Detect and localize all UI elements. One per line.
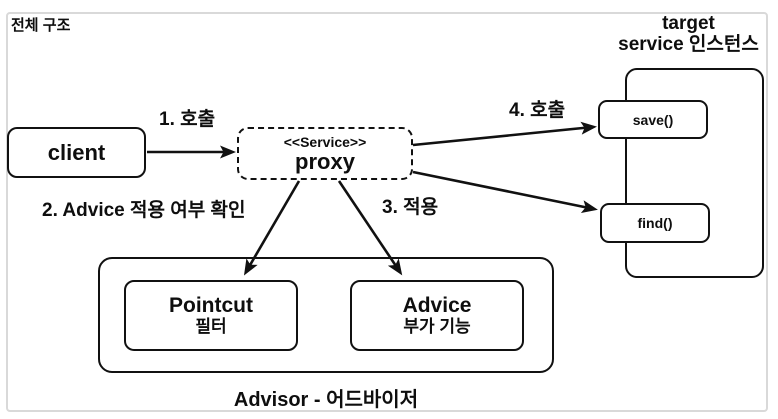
edge-label-apply-3: 3. 적용 — [382, 197, 439, 218]
edge-label-call-4: 4. 호출 — [509, 100, 566, 121]
advice-subtitle: 부가 기능 — [403, 317, 471, 336]
advice-node: Advice 부가 기능 — [350, 280, 524, 351]
advice-title: Advice — [402, 294, 472, 317]
edge-label-call-1: 1. 호출 — [159, 109, 216, 130]
pointcut-title: Pointcut — [169, 294, 253, 317]
client-node-label: client — [47, 139, 106, 165]
proxy-node-label: proxy — [295, 148, 355, 174]
target-service-label-line2: service 인스턴스 — [618, 34, 759, 55]
diagram-frame — [6, 12, 768, 412]
save-method-label: save() — [632, 111, 674, 128]
advisor-label: Advisor - 어드바이저 — [233, 389, 419, 411]
save-method-node: save() — [598, 100, 708, 139]
proxy-stereotype: <<Service>> — [283, 133, 367, 150]
target-service-label: target service 인스턴스 — [601, 13, 776, 55]
find-method-node: find() — [600, 203, 710, 243]
proxy-node: <<Service>> proxy — [237, 127, 413, 180]
edge-label-advice-check-2: 2. Advice 적용 여부 확인 — [42, 200, 246, 221]
client-node: client — [7, 127, 146, 178]
pointcut-node: Pointcut 필터 — [124, 280, 298, 351]
find-method-label: find() — [637, 215, 673, 231]
diagram-title: 전체 구조 — [11, 17, 71, 34]
target-service-label-line1: target — [662, 13, 715, 34]
pointcut-subtitle: 필터 — [195, 317, 227, 336]
